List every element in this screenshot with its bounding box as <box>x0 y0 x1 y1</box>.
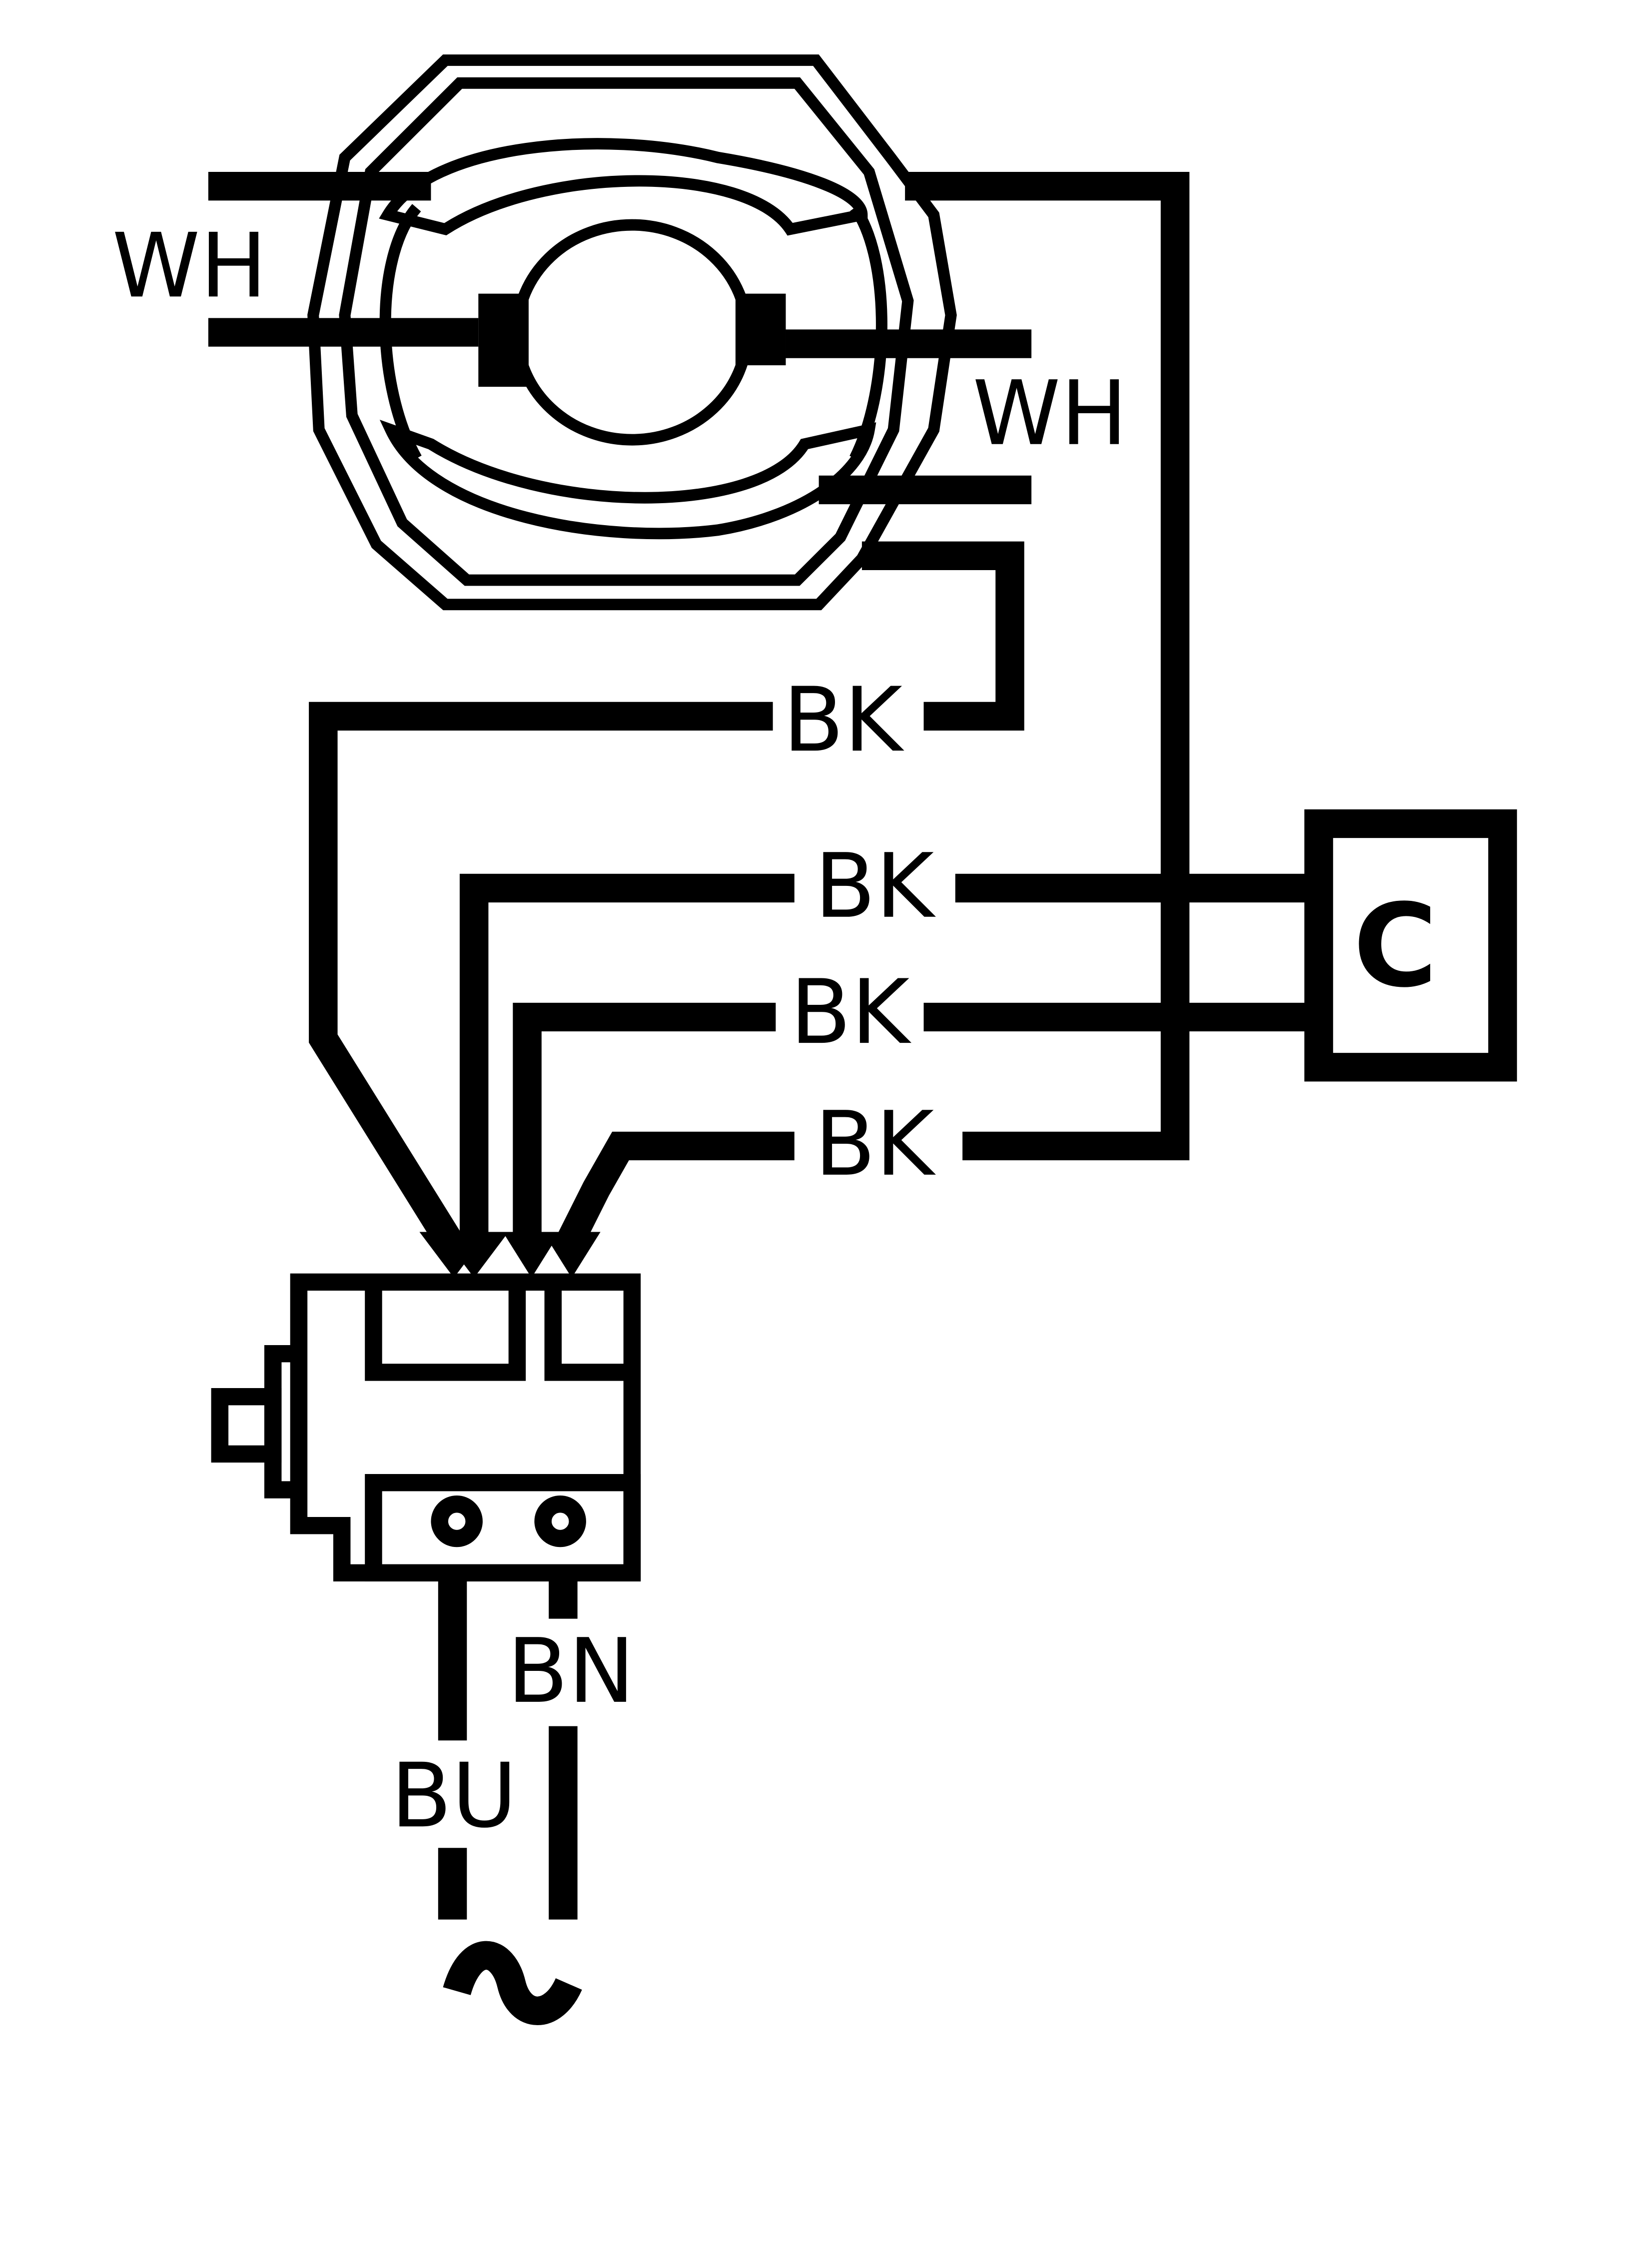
stator-coil-top <box>379 138 868 236</box>
switch <box>211 1273 641 1582</box>
brush-right <box>735 293 786 366</box>
black-wires: BK BK BK BK <box>309 172 1319 1278</box>
brush-left <box>478 293 529 387</box>
wire-bk-top-left <box>309 702 773 1254</box>
arrow-bk-3 <box>503 1232 561 1278</box>
white-leads: WH WH <box>112 172 1127 505</box>
switch-screw-right <box>534 1496 586 1547</box>
switch-body <box>290 1273 641 1582</box>
capacitor-box <box>1304 809 1517 1082</box>
label-bk-4: BK <box>815 1092 936 1196</box>
wire-bk-bus-right <box>905 172 1190 1161</box>
wire-bk-2-left <box>459 873 795 1247</box>
arrow-bk-4 <box>543 1232 601 1278</box>
stator-coil-right <box>849 204 887 461</box>
label-bk-top: BK <box>783 668 904 771</box>
arrow-bk-2 <box>439 1232 509 1278</box>
wire-bk-top <box>861 541 1024 731</box>
wire-bk-3-left <box>513 1002 776 1247</box>
rotor <box>511 219 753 446</box>
label-bk-3: BK <box>790 960 911 1064</box>
label-bn: BN <box>507 1619 635 1723</box>
label-wh-left: WH <box>112 214 267 318</box>
supply-leads: BN BU <box>391 1572 635 2025</box>
ac-symbol <box>443 1941 582 2025</box>
label-wh-right: WH <box>972 362 1127 465</box>
label-bu: BU <box>391 1744 517 1847</box>
switch-bottom-block <box>365 1474 641 1582</box>
switch-terminal-left <box>365 1282 526 1381</box>
switch-screw-left <box>431 1496 483 1547</box>
switch-button <box>211 1388 282 1463</box>
motor-housing-inner <box>339 77 914 586</box>
capacitor: C <box>1304 809 1517 1082</box>
switch-terminal-right <box>544 1282 632 1381</box>
capacitor-label: C <box>1353 880 1438 1013</box>
wire-bk-4-left <box>554 1131 795 1253</box>
label-bk-2: BK <box>815 834 936 938</box>
